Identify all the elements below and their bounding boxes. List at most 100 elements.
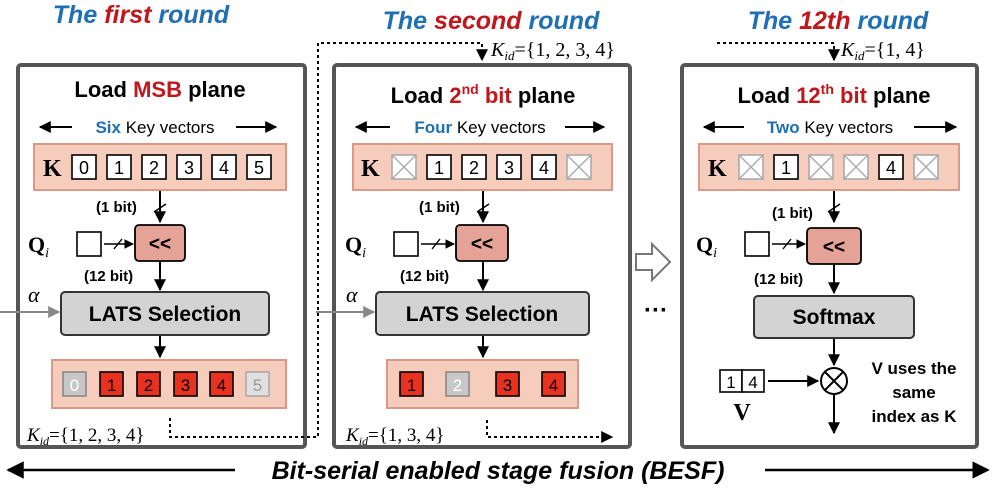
pruned-cell [445,371,470,397]
key-cell [176,154,202,180]
round-3-shift-box [806,227,862,265]
selected-cell [99,371,124,397]
out-cell-label: 2 [144,376,153,395]
round-2-bit-out: (12 bit) [400,268,449,285]
round-2-out-cells: 1 2 3 4 [399,371,566,397]
round-1-selection-label: LATS Selection [89,303,241,326]
round-2-alpha: α [346,282,358,307]
out-cell-label: 1 [107,376,116,395]
key-cell-label: 2 [469,158,479,178]
pruned-cross-icon [391,154,417,180]
out-cell-label: 3 [503,376,512,395]
round-3-softmax-label: Softmax [793,306,876,329]
out-cell-label: 1 [407,376,416,395]
out-cell-label: 0 [70,376,79,395]
key-cell [531,154,557,180]
key-cell-label: 4 [219,158,229,178]
round-2-shift-label: << [471,234,493,255]
pruned-cross-icon [808,154,834,180]
pruned-cross-icon [566,154,592,180]
out-cell-label: 2 [453,376,462,395]
out-cell-label: 3 [181,376,190,395]
round-3-key-cells: 1 4 [738,154,939,180]
round-1-q-cell [76,231,102,257]
key-cell-label: 4 [539,158,549,178]
round-3-load-label: Load 12th bit plane [738,81,931,108]
round-1-bit-out: (12 bit) [84,268,133,285]
ellipsis: ··· [644,297,668,324]
out-cell-label: 5 [253,376,262,395]
key-cell [461,154,487,180]
round-2-shift-box [455,224,509,262]
round-1-bit-in: (1 bit) [96,199,137,216]
round-3-kid-in: Kid={1, 4} [840,39,925,63]
connector-into-round3 [717,42,840,62]
round-3-k-label: K [708,156,727,182]
key-cell [211,154,237,180]
round-1-q-tick [113,238,123,250]
round-1-shift-label: << [149,234,171,255]
round-1-k-label: K [43,156,62,182]
key-cell-label: 1 [781,158,791,178]
round-1-selection-box [60,291,270,336]
round-3-softmax-box [753,295,915,339]
multiply-cross [824,371,844,391]
round-3-v-note: V uses the same index as K [871,359,957,426]
key-cell-label: 0 [79,158,89,178]
key-cell [106,154,132,180]
v-cell-label: 1 [726,373,735,392]
key-cell-label: 1 [114,158,124,178]
v-note-line: same [892,383,935,402]
out-cell-label: 4 [549,376,558,395]
key-cell-label: 4 [886,158,896,178]
key-cell-label: 3 [504,158,514,178]
round-2-kid-in: Kid={1, 2, 3, 4} [490,39,615,63]
round-1-alpha: α [28,282,40,307]
round-3-title: The 12th round [748,7,929,35]
key-cell-label: 1 [434,158,444,178]
pruned-cell [62,371,87,397]
round-1-shift-box [134,224,186,262]
round-1-bus-tick [153,203,167,213]
round-2-title: The second round [383,7,600,35]
round-3-bit-out: (12 bit) [754,271,803,288]
pruned-cross-icon [843,154,869,180]
selected-cell [136,371,161,397]
selected-cell [399,371,424,397]
round-3-q-cell [744,231,770,257]
v-cell [741,369,765,393]
key-cell [246,154,272,180]
key-cell [773,154,799,180]
selected-cell [495,371,520,397]
round-3-v-label: V [733,400,751,426]
round-3-bus-tick [827,203,841,213]
key-cell [426,154,452,180]
round-1-key-cells: 0 1 2 3 4 5 [71,154,272,180]
pruned-cross-icon [913,154,939,180]
round-3-q-tick [782,238,792,250]
v-note-line: V uses the [871,359,956,378]
round-1-load-label: Load MSB plane [74,77,245,102]
round-2-q-cell [393,231,419,257]
round-2-k-label: K [361,156,380,182]
round-2-load-label: Load 2nd bit plane [391,81,576,108]
key-cell-label: 2 [149,158,159,178]
round-2-kid-out: Kid={1, 3, 4} [345,425,445,448]
round-3-q-label: Qi [696,232,717,261]
key-cell [71,154,97,180]
v-cell-label: 4 [748,373,757,392]
round-2-q-label: Qi [345,232,366,261]
round-2-key-cells: 1 2 3 4 [391,154,592,180]
selected-cell [541,371,566,397]
round-1-out-cells: 0 1 2 3 4 5 [62,371,270,397]
out-cell-label: 4 [217,376,226,395]
round-3-key-vectors: Two Key vectors [767,118,893,137]
round-2-selection-label: LATS Selection [406,303,558,326]
pruned-cross-icon [738,154,764,180]
next-round-arrow-icon [635,241,672,283]
round-2-selection-box [375,291,590,336]
round-1-title: The first round [53,1,230,29]
selected-cell [173,371,198,397]
key-cell [878,154,904,180]
